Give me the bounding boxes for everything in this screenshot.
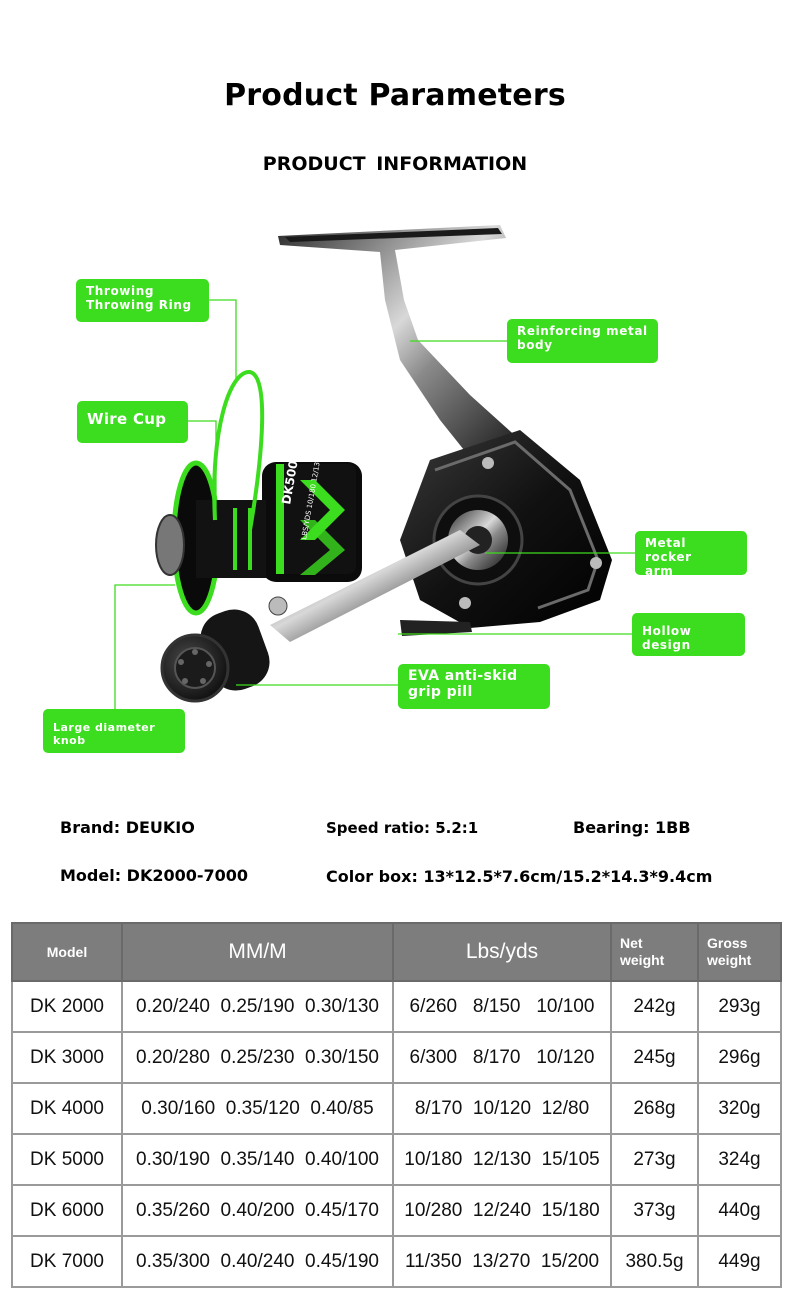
cell-net-weight: 242g — [610, 980, 699, 1033]
cell-gross-weight: 293g — [697, 980, 782, 1033]
cell-gross-weight: 320g — [697, 1082, 782, 1135]
cell-gross-weight: 296g — [697, 1031, 782, 1084]
table-row: DK 6000 0.35/260 0.40/200 0.45/170 10/28… — [11, 1184, 782, 1237]
label-throwing-ring: Throwing Throwing Ring — [76, 279, 209, 322]
cell-net-weight: 268g — [610, 1082, 699, 1135]
cell-model: DK 5000 — [11, 1133, 123, 1186]
spec-bearing: Bearing: 1BB — [573, 818, 691, 837]
spec-color-box: Color box: 13*12.5*7.6cm/15.2*14.3*9.4cm — [326, 867, 713, 886]
cell-gross-weight: 324g — [697, 1133, 782, 1186]
bail-wire — [212, 370, 265, 531]
cell-lbs-yds: 8/170 10/120 12/80 — [392, 1082, 612, 1135]
page-title: Product Parameters — [224, 78, 566, 113]
label-eva-grip: EVA anti-skid grip pill — [398, 664, 550, 709]
cell-lbs-yds: 11/350 13/270 15/200 — [392, 1235, 612, 1288]
header-net-weight: Net weight — [610, 922, 699, 982]
cell-mm-m: 0.30/190 0.35/140 0.40/100 — [121, 1133, 394, 1186]
parameter-table: Model MM/M Lbs/yds Net weight Gross weig… — [11, 922, 782, 1288]
cell-mm-m: 0.35/260 0.40/200 0.45/170 — [121, 1184, 394, 1237]
cell-lbs-yds: 10/180 12/130 15/105 — [392, 1133, 612, 1186]
label-wire-cup: Wire Cup — [77, 401, 188, 443]
header-lbs-yds: Lbs/yds — [392, 922, 612, 982]
cell-net-weight: 245g — [610, 1031, 699, 1084]
header-model: Model — [11, 922, 123, 982]
cell-lbs-yds: 6/300 8/170 10/120 — [392, 1031, 612, 1084]
cell-lbs-yds: 10/280 12/240 15/180 — [392, 1184, 612, 1237]
spec-speed-ratio: Speed ratio: 5.2:1 — [326, 819, 479, 837]
cell-net-weight: 380.5g — [610, 1235, 699, 1288]
handle-arm — [270, 530, 480, 642]
label-metal-rocker-arm: Metal rocker arm — [635, 531, 747, 577]
reel-foot — [278, 225, 520, 470]
table-row: DK 3000 0.20/280 0.25/230 0.30/150 6/300… — [11, 1031, 782, 1084]
page-subtitle: PRODUCT INFORMATION — [262, 153, 528, 175]
table-row: DK 5000 0.30/190 0.35/140 0.40/100 10/18… — [11, 1133, 782, 1186]
cell-model: DK 6000 — [11, 1184, 123, 1237]
cell-model: DK 4000 — [11, 1082, 123, 1135]
table-row: DK 7000 0.35/300 0.40/240 0.45/190 11/35… — [11, 1235, 782, 1288]
cell-model: DK 3000 — [11, 1031, 123, 1084]
label-reinforcing-body: Reinforcing metal body — [507, 319, 658, 363]
spec-model: Model: DK2000-7000 — [60, 866, 249, 885]
table-row: DK 2000 0.20/240 0.25/190 0.30/130 6/260… — [11, 980, 782, 1033]
cell-gross-weight: 449g — [697, 1235, 782, 1288]
cell-net-weight: 273g — [610, 1133, 699, 1186]
cell-net-weight: 373g — [610, 1184, 699, 1237]
label-large-knob: Large diameter knob — [43, 709, 185, 753]
table-row: DK 4000 0.30/160 0.35/120 0.40/85 8/170 … — [11, 1082, 782, 1135]
cell-model: DK 7000 — [11, 1235, 123, 1288]
header-gross-weight: Gross weight — [697, 922, 782, 982]
cell-mm-m: 0.20/280 0.25/230 0.30/150 — [121, 1031, 394, 1084]
header-mm-m: MM/M — [121, 922, 394, 982]
cell-model: DK 2000 — [11, 980, 123, 1033]
cell-mm-m: 0.30/160 0.35/120 0.40/85 — [121, 1082, 394, 1135]
fishing-reel-illustration: DK5000 LBS/YDS 10/180 12/130 — [114, 225, 635, 710]
cell-lbs-yds: 6/260 8/150 10/100 — [392, 980, 612, 1033]
spec-brand: Brand: DEUKIO — [60, 818, 195, 837]
cell-mm-m: 0.35/300 0.40/240 0.45/190 — [121, 1235, 394, 1288]
label-hollow-design: Hollow design — [632, 613, 745, 656]
cell-gross-weight: 440g — [697, 1184, 782, 1237]
cell-mm-m: 0.20/240 0.25/190 0.30/130 — [121, 980, 394, 1033]
table-header-row: Model MM/M Lbs/yds Net weight Gross weig… — [11, 922, 782, 982]
